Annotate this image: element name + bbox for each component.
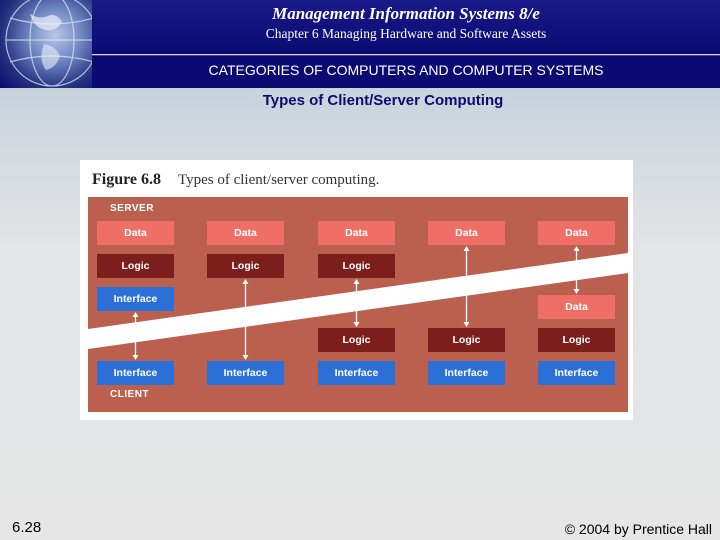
server-logic-box: Logic [97, 254, 174, 278]
client-interface-box: Interface [207, 361, 284, 385]
server-client-divider [88, 253, 628, 349]
copyright: © 2004 by Prentice Hall [564, 521, 712, 537]
slide-header [0, 0, 720, 54]
server-logic-box: Logic [207, 254, 284, 278]
client-interface-box: Interface [97, 361, 174, 385]
category-bar [92, 55, 720, 89]
server-label: SERVER [110, 203, 154, 214]
globe-icon [0, 0, 92, 88]
category-title: CATEGORIES OF COMPUTERS AND COMPUTER SYS… [208, 62, 604, 78]
connection-arrow [463, 246, 470, 327]
client-data-box: Data [538, 295, 615, 319]
client-label: CLIENT [110, 389, 150, 400]
client-logic-box: Logic [318, 328, 395, 352]
server-data-box: Data [428, 221, 505, 245]
figure-label: Figure 6.8 [92, 171, 162, 188]
chapter-title: Chapter 6 Managing Hardware and Software… [265, 26, 547, 41]
connection-arrow [242, 279, 249, 360]
server-data-box: Data [207, 221, 284, 245]
client-interface-box: Interface [318, 361, 395, 385]
connection-arrow [573, 246, 580, 294]
slide-number: 6.28 [12, 519, 42, 536]
server-data-box: Data [318, 221, 395, 245]
server-interface-box: Interface [97, 287, 174, 311]
figure-card: Figure 6.8 Types of client/server comput… [80, 160, 633, 420]
client-logic-box: Logic [428, 328, 505, 352]
server-logic-box: Logic [318, 254, 395, 278]
connection-arrow [132, 312, 139, 360]
client-interface-box: Interface [538, 361, 615, 385]
client-interface-box: Interface [428, 361, 505, 385]
connection-arrow [353, 279, 360, 327]
slide-subtitle: Types of Client/Server Computing [262, 92, 504, 109]
server-data-box: Data [97, 221, 174, 245]
book-title: Management Information Systems 8/e [272, 4, 540, 23]
figure-caption: Types of client/server computing. [178, 172, 380, 188]
server-data-box: Data [538, 221, 615, 245]
client-logic-box: Logic [538, 328, 615, 352]
